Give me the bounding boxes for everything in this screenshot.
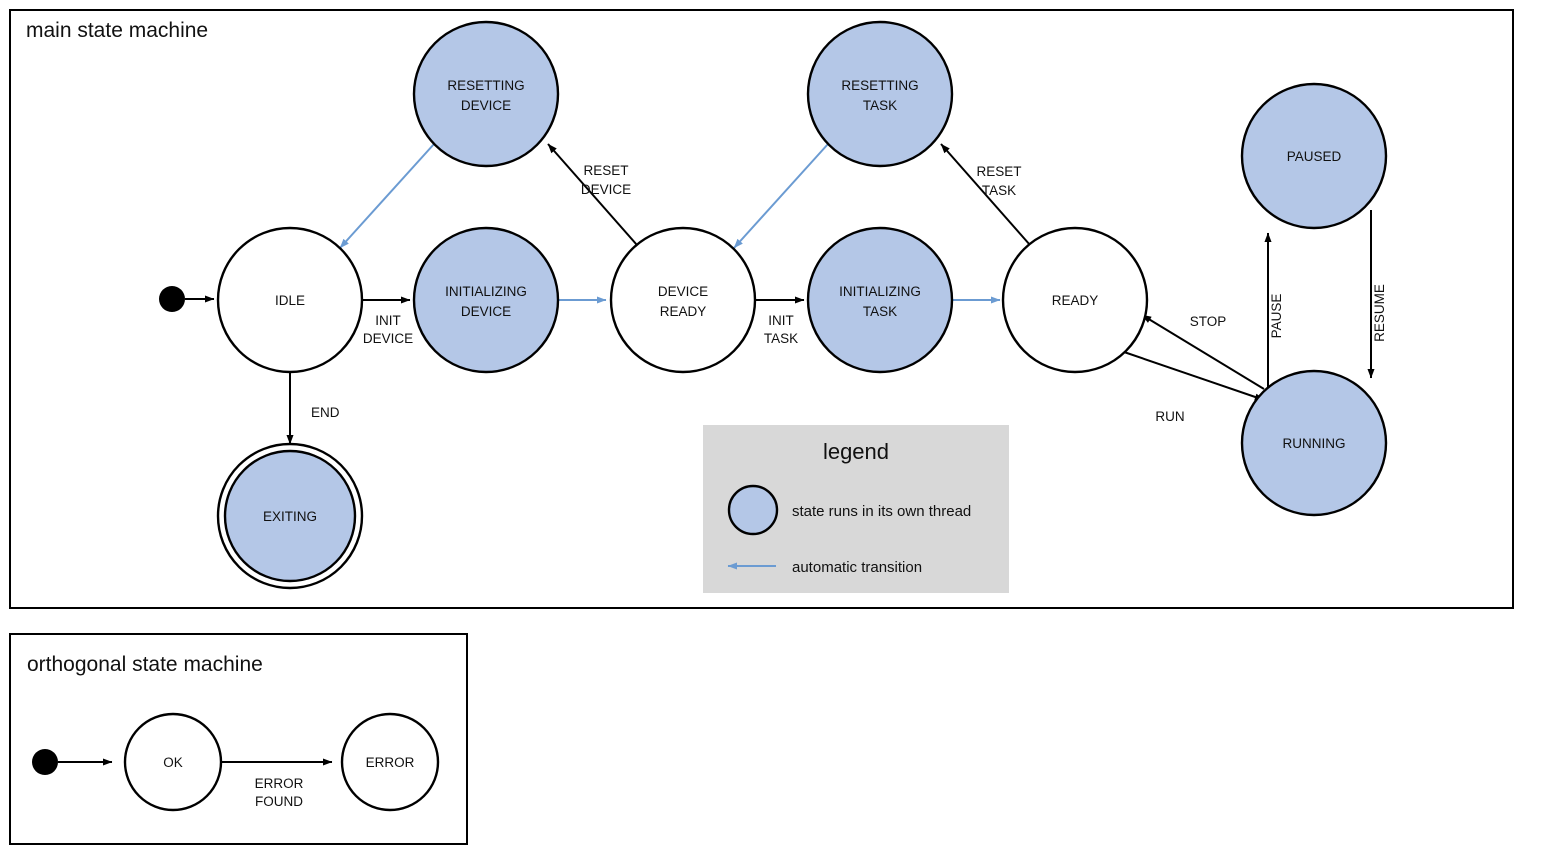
state-label-initializing-task-line1: INITIALIZING xyxy=(839,284,921,299)
edge-label-init-task-line2: TASK xyxy=(764,331,798,346)
edge-label-init-task-line1: INIT xyxy=(768,313,794,328)
state-label-resetting-task-line1: RESETTING xyxy=(841,78,918,93)
legend-item-thread-label: state runs in its own thread xyxy=(792,503,971,520)
edge-label-reset-task-line2: TASK xyxy=(982,183,1016,198)
state-label-resetting-device-line1: RESETTING xyxy=(447,78,524,93)
orthogonal-state-machine-title: orthogonal state machine xyxy=(27,653,263,676)
edge-label-init-device-line2: DEVICE xyxy=(363,331,413,346)
state-node-exiting[interactable]: EXITING xyxy=(216,442,364,590)
state-label-resetting-device-line2: DEVICE xyxy=(461,98,511,113)
state-label-paused: PAUSED xyxy=(1287,149,1342,164)
edge-label-reset-device-line1: RESET xyxy=(583,163,628,178)
state-label-ok: OK xyxy=(163,755,183,770)
edge-device-ready-to-resetting-device xyxy=(547,143,638,246)
state-node-error[interactable]: ERROR xyxy=(340,712,440,812)
state-label-device-ready-line2: READY xyxy=(660,304,707,319)
legend-thread-swatch-icon xyxy=(727,484,779,536)
state-node-running[interactable]: RUNNING xyxy=(1240,369,1388,517)
edge-running-to-ready xyxy=(1141,314,1265,390)
legend-title: legend xyxy=(823,439,889,464)
state-node-paused[interactable]: PAUSED xyxy=(1240,82,1388,230)
edge-label-error-found-line2: FOUND xyxy=(255,794,303,809)
edge-label-pause: PAUSE xyxy=(1269,294,1284,339)
state-node-ok[interactable]: OK xyxy=(123,712,223,812)
state-label-exiting: EXITING xyxy=(263,509,317,524)
edge-label-error-found-line1: ERROR xyxy=(255,776,304,791)
state-node-initializing-device[interactable]: INITIALIZING DEVICE xyxy=(412,226,560,374)
edge-resetting-device-to-idle xyxy=(339,143,435,249)
legend-item-auto-label: automatic transition xyxy=(792,559,922,576)
state-label-idle: IDLE xyxy=(275,293,305,308)
state-node-initializing-task[interactable]: INITIALIZING TASK xyxy=(806,226,954,374)
state-label-ready: READY xyxy=(1052,293,1099,308)
state-node-resetting-device[interactable]: RESETTING DEVICE xyxy=(412,20,560,168)
state-node-ready[interactable]: READY xyxy=(1001,226,1149,374)
state-label-error: ERROR xyxy=(366,755,415,770)
edge-resetting-task-to-device-ready xyxy=(733,143,829,249)
state-node-idle[interactable]: IDLE xyxy=(216,226,364,374)
edge-label-reset-device-line2: DEVICE xyxy=(581,182,631,197)
state-label-initializing-device-line2: DEVICE xyxy=(461,304,511,319)
state-label-initializing-device-line1: INITIALIZING xyxy=(445,284,527,299)
edge-label-init-device-line1: INIT xyxy=(375,313,401,328)
initial-pseudostate-orthogonal xyxy=(32,749,58,775)
edge-label-stop: STOP xyxy=(1190,314,1227,329)
edge-label-run: RUN xyxy=(1155,409,1184,424)
edge-label-end: END xyxy=(311,405,340,420)
main-state-machine-title: main state machine xyxy=(26,19,208,42)
edge-ready-to-running xyxy=(1123,351,1265,401)
edge-label-reset-task-line1: RESET xyxy=(976,164,1021,179)
state-label-resetting-task-line2: TASK xyxy=(863,98,897,113)
initial-pseudostate-main xyxy=(159,286,185,312)
legend: legend state runs in its own thread auto… xyxy=(703,425,1009,593)
state-label-running: RUNNING xyxy=(1283,436,1346,451)
state-label-initializing-task-line2: TASK xyxy=(863,304,897,319)
edge-label-resume: RESUME xyxy=(1372,284,1387,342)
state-node-resetting-task[interactable]: RESETTING TASK xyxy=(806,20,954,168)
state-label-device-ready-line1: DEVICE xyxy=(658,284,708,299)
state-node-device-ready[interactable]: DEVICE READY xyxy=(609,226,757,374)
edge-ready-to-resetting-task xyxy=(940,143,1031,246)
